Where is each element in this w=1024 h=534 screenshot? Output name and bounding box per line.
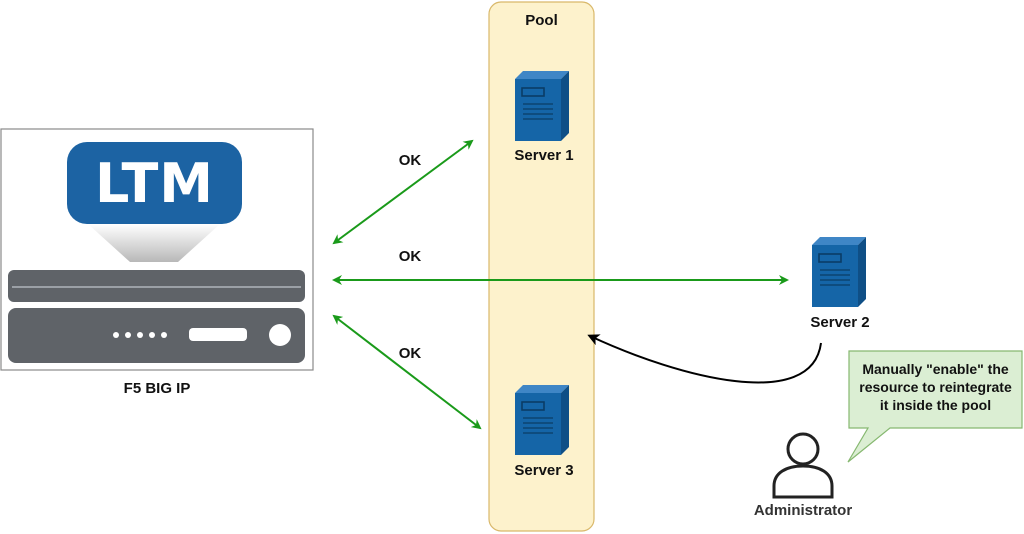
f5-caption: F5 BIG IP bbox=[123, 380, 191, 397]
server-3-label: Server 3 bbox=[514, 462, 574, 479]
pool-title: Pool bbox=[525, 12, 558, 29]
admin-callout bbox=[847, 350, 1023, 463]
rack-leds bbox=[113, 332, 167, 338]
admin-callout-text: Manually "enable" the resource to reinte… bbox=[849, 360, 1022, 414]
administrator-icon bbox=[772, 432, 834, 499]
server-1-label: Server 1 bbox=[514, 147, 574, 164]
link-top-label: OK bbox=[398, 152, 422, 169]
ltm-badge bbox=[67, 142, 242, 224]
server-2-label: Server 2 bbox=[810, 314, 870, 331]
rack-drive-slot bbox=[189, 328, 247, 341]
administrator-label: Administrator bbox=[753, 502, 853, 519]
link-middle-label: OK bbox=[398, 248, 422, 265]
link-bottom-label: OK bbox=[398, 345, 422, 362]
callout-line-3: it inside the pool bbox=[879, 397, 992, 413]
ltm-badge-text: LTM bbox=[94, 151, 215, 215]
server-2-icon bbox=[811, 236, 867, 308]
server-3-icon bbox=[514, 384, 570, 456]
rack-power-button bbox=[269, 324, 291, 346]
ltm-badge-pointer bbox=[88, 224, 220, 262]
callout-line-2: resource to reintegrate bbox=[859, 379, 1012, 395]
server-1-icon bbox=[514, 70, 570, 142]
reintegrate-arrow bbox=[587, 334, 822, 384]
callout-line-1: Manually "enable" the bbox=[862, 361, 1009, 377]
arrow-f5-server-1 bbox=[332, 139, 474, 245]
rack-unit-bottom bbox=[8, 308, 305, 363]
arrow-f5-server-3 bbox=[332, 314, 482, 430]
